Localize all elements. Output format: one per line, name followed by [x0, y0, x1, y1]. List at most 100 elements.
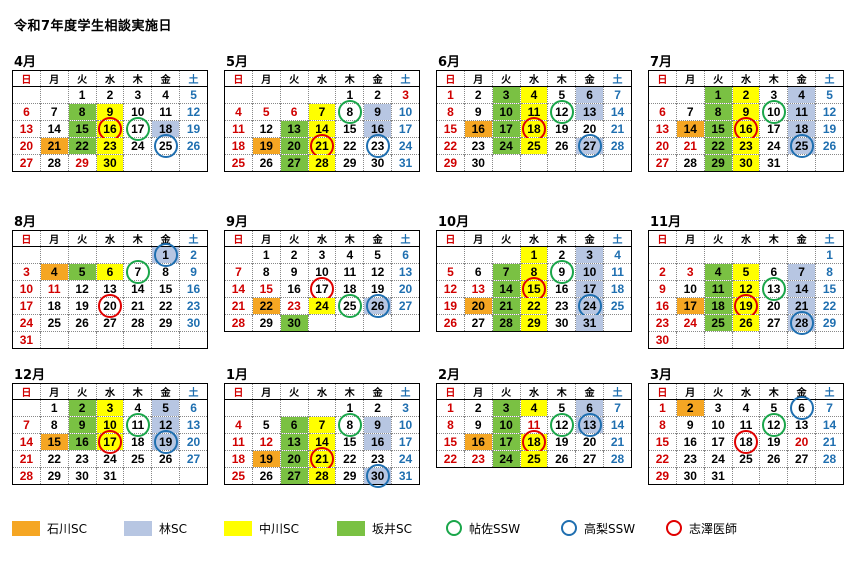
- day-cell: [787, 331, 816, 349]
- day-cell: 13: [463, 280, 493, 298]
- day-number: 25: [527, 139, 541, 153]
- day-cell: 4: [519, 399, 548, 417]
- day-number: 31: [398, 469, 413, 483]
- day-cell: [123, 467, 152, 485]
- day-cell: 17: [491, 433, 521, 451]
- day-cell: [179, 467, 208, 485]
- day-number: 26: [739, 316, 753, 330]
- day-number: 2: [558, 248, 566, 262]
- day-cell: 1: [335, 86, 364, 104]
- day-cell: 2: [731, 86, 760, 104]
- day-cell: 13: [575, 103, 604, 121]
- day-cell: 28: [603, 137, 632, 155]
- day-cell: 13: [179, 416, 208, 434]
- day-cell: 26: [731, 314, 760, 332]
- day-cell: 2: [648, 263, 677, 281]
- day-cell: 21: [224, 297, 253, 315]
- day-number: 7: [235, 265, 242, 279]
- day-number: 17: [683, 299, 697, 313]
- day-number: 2: [659, 265, 666, 279]
- legend-item-sakai: 坂井SC: [337, 518, 412, 538]
- day-cell: [123, 331, 152, 349]
- day-number: 27: [103, 316, 117, 330]
- weekday-header: 木: [335, 383, 364, 400]
- day-cell: 21: [603, 120, 632, 138]
- weekday-header: 日: [12, 230, 41, 247]
- legend-swatch: [224, 520, 252, 536]
- day-cell: 9: [463, 103, 493, 121]
- day-number: 25: [131, 452, 145, 466]
- weekday-header: 金: [787, 70, 816, 87]
- day-cell: 23: [547, 297, 576, 315]
- day-number: 1: [530, 248, 538, 262]
- day-cell: [12, 246, 41, 264]
- day-cell: 4: [39, 263, 69, 281]
- day-number: 2: [742, 88, 750, 102]
- day-number: 21: [131, 299, 145, 313]
- day-cell: 6: [787, 396, 816, 420]
- day-number: 8: [78, 105, 86, 119]
- day-number: 7: [826, 401, 833, 415]
- day-cell: [39, 331, 69, 349]
- weekday-header: 土: [603, 383, 632, 400]
- day-cell: 22: [39, 450, 69, 468]
- weekday-header: 月: [251, 230, 281, 247]
- day-number: 5: [770, 401, 778, 415]
- day-cell: 24: [307, 297, 336, 315]
- day-number: 30: [370, 156, 385, 170]
- day-number: 24: [398, 452, 413, 466]
- day-number: 6: [106, 265, 114, 279]
- day-cell: 26: [179, 137, 208, 155]
- day-number: 25: [610, 299, 625, 313]
- day-number: 7: [23, 418, 30, 432]
- day-number: 7: [502, 265, 510, 279]
- day-cell: 10: [675, 280, 705, 298]
- day-cell: 26: [251, 467, 281, 485]
- day-cell: 27: [759, 314, 788, 332]
- day-number: 8: [447, 418, 454, 432]
- day-number: 15: [259, 282, 273, 296]
- legend-ring-icon: [561, 520, 577, 536]
- day-number: 9: [474, 418, 482, 432]
- day-number: 2: [374, 88, 381, 102]
- legend-item-hayashi: 林SC: [124, 518, 187, 538]
- weekday-header: 月: [251, 383, 281, 400]
- day-cell: 18: [787, 120, 816, 138]
- day-cell: 19: [151, 430, 180, 454]
- day-number: 2: [474, 401, 482, 415]
- day-cell: 23: [463, 137, 493, 155]
- day-number: 22: [343, 452, 357, 466]
- day-cell: 23: [363, 450, 392, 468]
- day-cell: 12: [759, 413, 788, 437]
- day-number: 4: [530, 88, 538, 102]
- month-label: 7月: [650, 55, 673, 70]
- day-number: 23: [103, 139, 117, 153]
- day-number: 15: [655, 435, 670, 449]
- day-cell: 5: [67, 263, 97, 281]
- day-cell: 13: [391, 263, 420, 281]
- day-cell: [759, 331, 788, 349]
- day-cell: 24: [95, 450, 124, 468]
- day-cell: 20: [575, 120, 604, 138]
- day-number: 23: [471, 139, 485, 153]
- day-cell: 15: [335, 433, 364, 451]
- day-number: 10: [499, 105, 513, 119]
- day-cell: 18: [703, 297, 733, 315]
- day-cell: 5: [251, 416, 281, 434]
- weekday-header: 月: [39, 230, 69, 247]
- day-number: 26: [186, 139, 201, 153]
- day-cell: [224, 399, 253, 417]
- day-number: 4: [742, 401, 750, 415]
- day-number: 11: [159, 105, 172, 119]
- day-cell: 26: [151, 450, 180, 468]
- day-number: 24: [499, 452, 513, 466]
- weekday-header: 日: [648, 230, 677, 247]
- day-cell: 5: [436, 263, 465, 281]
- weekday-header: 日: [224, 230, 253, 247]
- day-number: 12: [370, 265, 385, 279]
- day-cell: 29: [39, 467, 69, 485]
